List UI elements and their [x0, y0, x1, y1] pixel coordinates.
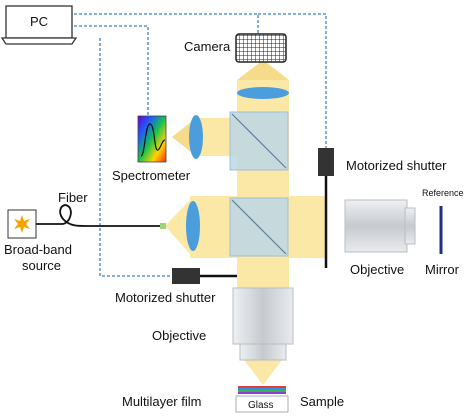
lens-source	[186, 201, 200, 251]
film-layer-4	[238, 392, 286, 394]
beam-splitters	[229, 111, 289, 257]
glass-label: Glass	[248, 400, 274, 411]
film-layer-1	[238, 386, 286, 388]
mirror-label: Mirror	[425, 262, 460, 277]
objective-right-body	[344, 199, 408, 253]
pc-to-shutter-bottom-line	[99, 38, 176, 277]
pc-laptop: PC	[0, 5, 78, 45]
objective-right: Objective	[344, 199, 416, 277]
objective-bottom-label: Objective	[152, 328, 206, 343]
shutter-bottom: Motorized shutter	[115, 268, 237, 305]
multilayer-film-label: Multilayer film	[122, 394, 201, 409]
shutter-top-label: Motorized shutter	[346, 158, 447, 173]
grid-sensor-icon	[235, 33, 287, 63]
objective-bottom-body	[232, 287, 294, 345]
spectrometer: Spectrometer	[112, 115, 191, 183]
control-connections	[74, 13, 327, 277]
camera-label: Camera	[184, 39, 231, 54]
star-icon	[14, 215, 30, 233]
fiber-label: Fiber	[58, 190, 88, 205]
film-layer-2	[238, 388, 286, 390]
beam-input-cone	[165, 200, 190, 254]
light-source: Broad-band source	[4, 209, 72, 273]
pc-to-shutter-top-line	[258, 13, 327, 150]
fiber: Fiber	[36, 190, 166, 229]
sample: Glass Multilayer film Sample	[122, 386, 344, 413]
spectrometer-label: Spectrometer	[112, 168, 191, 183]
shutter-top-motor	[318, 148, 334, 176]
objective-bottom: Objective	[152, 287, 294, 361]
beam-focus	[244, 360, 282, 385]
laptop-icon	[5, 5, 73, 39]
source-label-line1: Broad-band	[4, 242, 72, 257]
reference-label: Reference	[422, 188, 464, 198]
sample-label: Sample	[300, 394, 344, 409]
objective-right-label: Objective	[350, 262, 404, 277]
glass-substrate	[235, 395, 289, 413]
lenses	[186, 87, 289, 251]
beam-arrow-camera	[237, 60, 289, 80]
shutter-bottom-motor	[172, 268, 200, 284]
source-label-line2: source	[22, 258, 61, 273]
fiber-tip	[160, 223, 166, 229]
reference-mirror: Reference Mirror	[422, 188, 464, 277]
camera: Camera	[184, 33, 287, 63]
pc-label: PC	[30, 14, 48, 29]
pc-to-spectrometer-line	[74, 25, 149, 116]
fiber-cable	[36, 204, 166, 227]
lens-spectrometer	[189, 115, 203, 159]
pc-to-camera-line	[74, 13, 259, 34]
shutter-top: Motorized shutter	[318, 148, 447, 268]
shutter-bottom-label: Motorized shutter	[115, 290, 216, 305]
film-layer-3	[238, 390, 286, 392]
lens-camera	[237, 87, 289, 99]
